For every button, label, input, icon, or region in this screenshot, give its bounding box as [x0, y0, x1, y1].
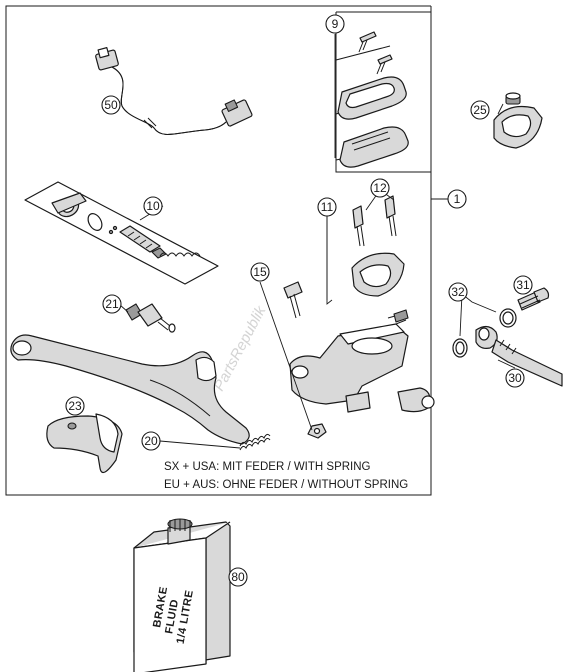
- svg-text:12: 12: [373, 181, 387, 195]
- callout-50: 50: [101, 95, 121, 115]
- callout-80: 80: [228, 567, 248, 587]
- svg-text:9: 9: [332, 17, 339, 31]
- callout-23: 23: [65, 396, 85, 416]
- svg-text:11: 11: [321, 200, 334, 214]
- leader-lines: [119, 34, 516, 449]
- svg-text:15: 15: [253, 265, 267, 279]
- spring-note-line1: SX + USA: MIT FEDER / WITH SPRING: [164, 461, 371, 473]
- spring-note-line2: EU + AUS: OHNE FEDER / WITHOUT SPRING: [164, 479, 408, 491]
- part-1-master-cylinder: [289, 309, 435, 413]
- part-11-12-clamp-bolts: [326, 195, 405, 300]
- can-label-line2: FLUID: [163, 598, 181, 634]
- part-80-brake-fluid-can: [133, 518, 231, 672]
- svg-text:1: 1: [454, 192, 461, 206]
- part-15-pivot-bolt: [283, 281, 327, 439]
- callout-1: 1: [447, 189, 467, 209]
- part-20-lever-spring: [239, 433, 271, 451]
- svg-text:10: 10: [146, 199, 160, 213]
- svg-text:23: 23: [68, 399, 82, 413]
- callout-20: 20: [141, 431, 161, 451]
- callout-31: 31: [513, 275, 533, 295]
- callout-32: 32: [448, 282, 468, 302]
- watermark: PartsRepublik: [211, 302, 271, 394]
- part-25-handlebar-clamp: [493, 92, 543, 149]
- svg-text:50: 50: [104, 98, 118, 112]
- part-50-brake-light-switch: [95, 47, 253, 135]
- callout-21: 21: [102, 294, 122, 314]
- callout-12: 12: [370, 178, 390, 198]
- part-21-adjuster: [125, 303, 176, 333]
- part-23-lever-guard: [46, 413, 123, 474]
- svg-text:25: 25: [473, 103, 487, 117]
- svg-text:31: 31: [516, 278, 530, 292]
- svg-text:21: 21: [105, 297, 119, 311]
- assembly-frame: [5, 5, 432, 496]
- svg-text:30: 30: [508, 371, 522, 385]
- part-10-piston-kit: [24, 181, 219, 285]
- svg-text:80: 80: [231, 570, 245, 584]
- callout-11: 11: [317, 197, 337, 217]
- callout-25: 25: [470, 100, 490, 120]
- svg-text:20: 20: [144, 434, 158, 448]
- part-9-reservoir-cover: [335, 11, 432, 173]
- svg-text:32: 32: [451, 285, 465, 299]
- part-30-31-32-brake-line: [452, 287, 563, 387]
- callout-30: 30: [505, 368, 525, 388]
- callout-10: 10: [143, 196, 163, 216]
- callout-9: 9: [325, 14, 345, 34]
- brake-lever: [10, 334, 250, 445]
- callout-15: 15: [250, 262, 270, 282]
